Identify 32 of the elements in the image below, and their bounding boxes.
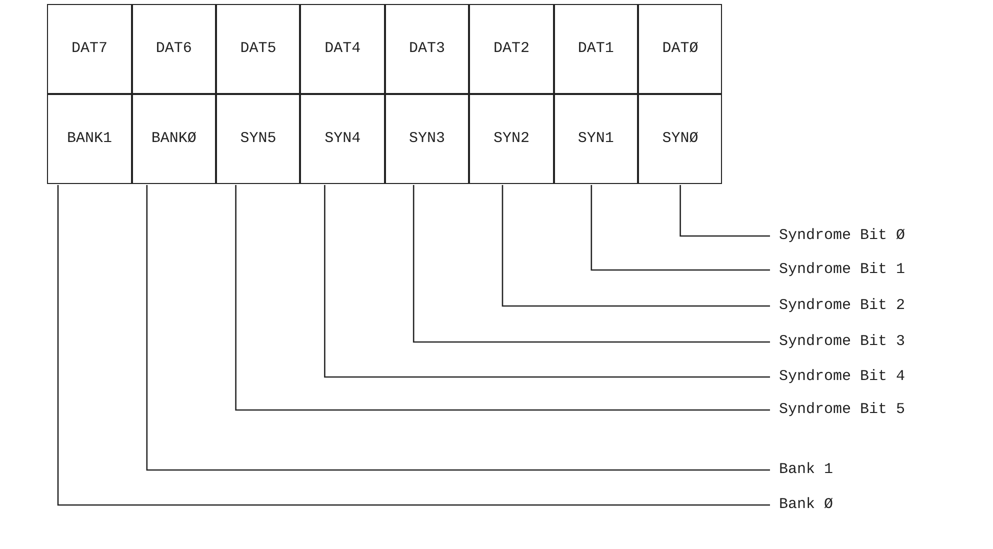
register-cell: BANK1	[47, 94, 132, 184]
register-cell: SYN5	[216, 94, 300, 184]
register-cell: DAT3	[384, 4, 470, 94]
leader-line	[57, 185, 770, 506]
register-cell: SYN3	[384, 94, 470, 184]
register-cell: DAT6	[132, 4, 216, 94]
register-cell: SYN2	[469, 94, 554, 184]
register-cell: DAT4	[300, 4, 385, 94]
leader-line	[502, 185, 770, 307]
signal-label: Syndrome Bit 1	[770, 259, 970, 281]
register-cell: DAT2	[469, 4, 554, 94]
signal-label: Syndrome Bit 4	[770, 366, 970, 388]
register-cell: SYN4	[300, 94, 385, 184]
leader-line	[590, 185, 770, 271]
register-cell: DAT7	[47, 4, 132, 94]
signal-label: Syndrome Bit 5	[770, 399, 970, 421]
signal-label: Syndrome Bit 3	[770, 331, 970, 353]
signal-label: Syndrome Bit Ø	[770, 225, 970, 247]
register-cell: SYN1	[554, 94, 638, 184]
leader-line	[235, 185, 770, 411]
signal-label: Bank Ø	[770, 494, 970, 516]
register-cell: SYNØ	[638, 94, 722, 184]
register-cell: DAT5	[216, 4, 300, 94]
signal-label: Bank 1	[770, 459, 970, 481]
leader-line	[324, 185, 770, 378]
leader-line	[680, 185, 770, 237]
register-cell: BANKØ	[132, 94, 216, 184]
leader-line	[146, 185, 770, 471]
register-cell: DATØ	[638, 4, 722, 94]
register-cell: DAT1	[554, 4, 638, 94]
leader-line	[412, 185, 770, 343]
signal-label: Syndrome Bit 2	[770, 295, 970, 317]
